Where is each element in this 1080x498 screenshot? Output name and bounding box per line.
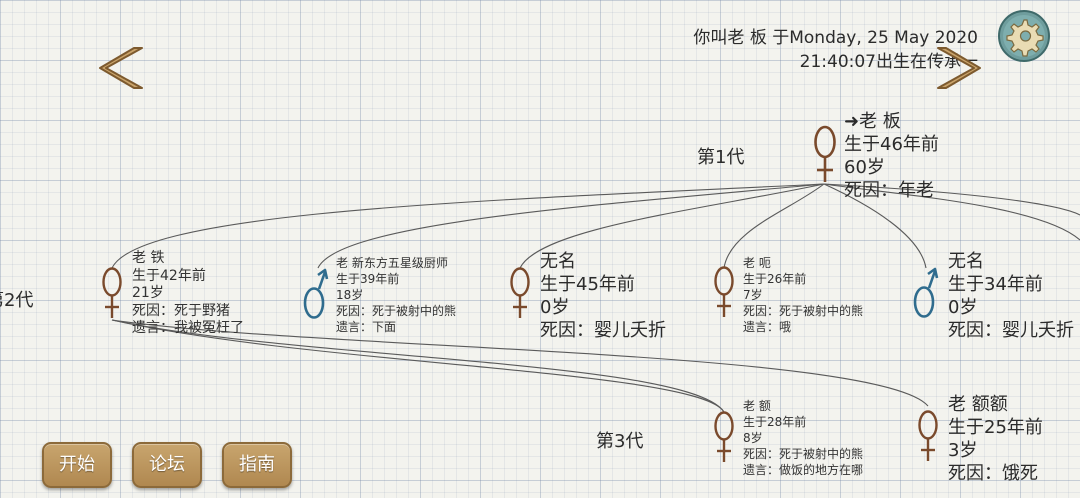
- person-death: 死因：婴儿夭折: [948, 320, 1074, 341]
- person-name: 无名: [948, 251, 984, 272]
- male-symbol-icon: [913, 267, 939, 318]
- birth-info-line2: 21:40:07出生在传承一: [799, 52, 978, 72]
- generation-label-2: 第2代: [0, 290, 34, 311]
- birth-info-header: 你叫老 板 于Monday, 25 May 2020 21:40:07出生在传承…: [693, 26, 978, 74]
- person-born: 生于45年前: [540, 274, 635, 295]
- female-symbol-icon: [918, 410, 938, 461]
- person-born: 生于39年前: [336, 272, 400, 286]
- person-death: 死因：饿死: [948, 463, 1038, 484]
- person-age: 21岁: [132, 285, 164, 301]
- person-death: 死因：死于被射中的熊: [336, 304, 457, 318]
- person-age: 7岁: [743, 288, 763, 302]
- female-symbol-icon: [510, 267, 530, 318]
- person-death: 死因：婴儿夭折: [540, 320, 666, 341]
- female-symbol-icon: [814, 125, 836, 182]
- person-name: 老 额额: [948, 394, 1008, 415]
- person-will: 遗言：哦: [743, 320, 792, 334]
- forum-button[interactable]: 论坛: [132, 442, 202, 488]
- person-name: ➜老 板: [844, 111, 901, 132]
- female-symbol-icon: [714, 411, 734, 462]
- person-born: 生于25年前: [948, 417, 1043, 438]
- birth-info-line1: 你叫老 板 于Monday, 25 May 2020: [693, 28, 978, 48]
- person-age: 18岁: [336, 288, 364, 302]
- person-age: 60岁: [844, 157, 885, 178]
- person-name: 老 新东方五星级厨师: [336, 256, 448, 270]
- person-death: 死因：死于被射中的熊: [743, 447, 864, 461]
- person-will: 遗言：做饭的地方在哪: [743, 463, 864, 477]
- person-born: 生于42年前: [132, 267, 206, 284]
- person-born: 生于46年前: [844, 134, 939, 155]
- person-will: 遗言：我被冤枉了: [132, 320, 244, 336]
- person-death: 死因：死于野猪: [132, 302, 230, 319]
- person-born: 生于28年前: [743, 415, 807, 429]
- person-age: 0岁: [540, 297, 570, 318]
- person-name: 老 铁: [132, 250, 165, 266]
- person-name: 老 额: [743, 399, 771, 413]
- person-death: 死因：年老: [844, 180, 934, 201]
- person-born: 生于26年前: [743, 272, 807, 286]
- person-name: 无名: [540, 251, 576, 272]
- start-button[interactable]: 开始: [42, 442, 112, 488]
- person-age: 8岁: [743, 431, 763, 445]
- chevron-left-icon[interactable]: [98, 44, 146, 92]
- person-age: 0岁: [948, 297, 978, 318]
- male-symbol-icon: [303, 268, 329, 319]
- person-age: 3岁: [948, 440, 978, 461]
- chevron-right-icon[interactable]: [934, 44, 982, 92]
- person-name: 老 呃: [743, 256, 771, 270]
- female-symbol-icon: [714, 266, 734, 317]
- person-will: 遗言：下面: [336, 320, 397, 334]
- female-symbol-icon: [102, 267, 122, 318]
- person-death: 死因：死于被射中的熊: [743, 304, 864, 318]
- gear-icon[interactable]: [998, 10, 1050, 62]
- person-born: 生于34年前: [948, 274, 1043, 295]
- generation-label-3: 第3代: [596, 431, 644, 452]
- guide-button[interactable]: 指南: [222, 442, 292, 488]
- generation-label-1: 第1代: [697, 147, 745, 168]
